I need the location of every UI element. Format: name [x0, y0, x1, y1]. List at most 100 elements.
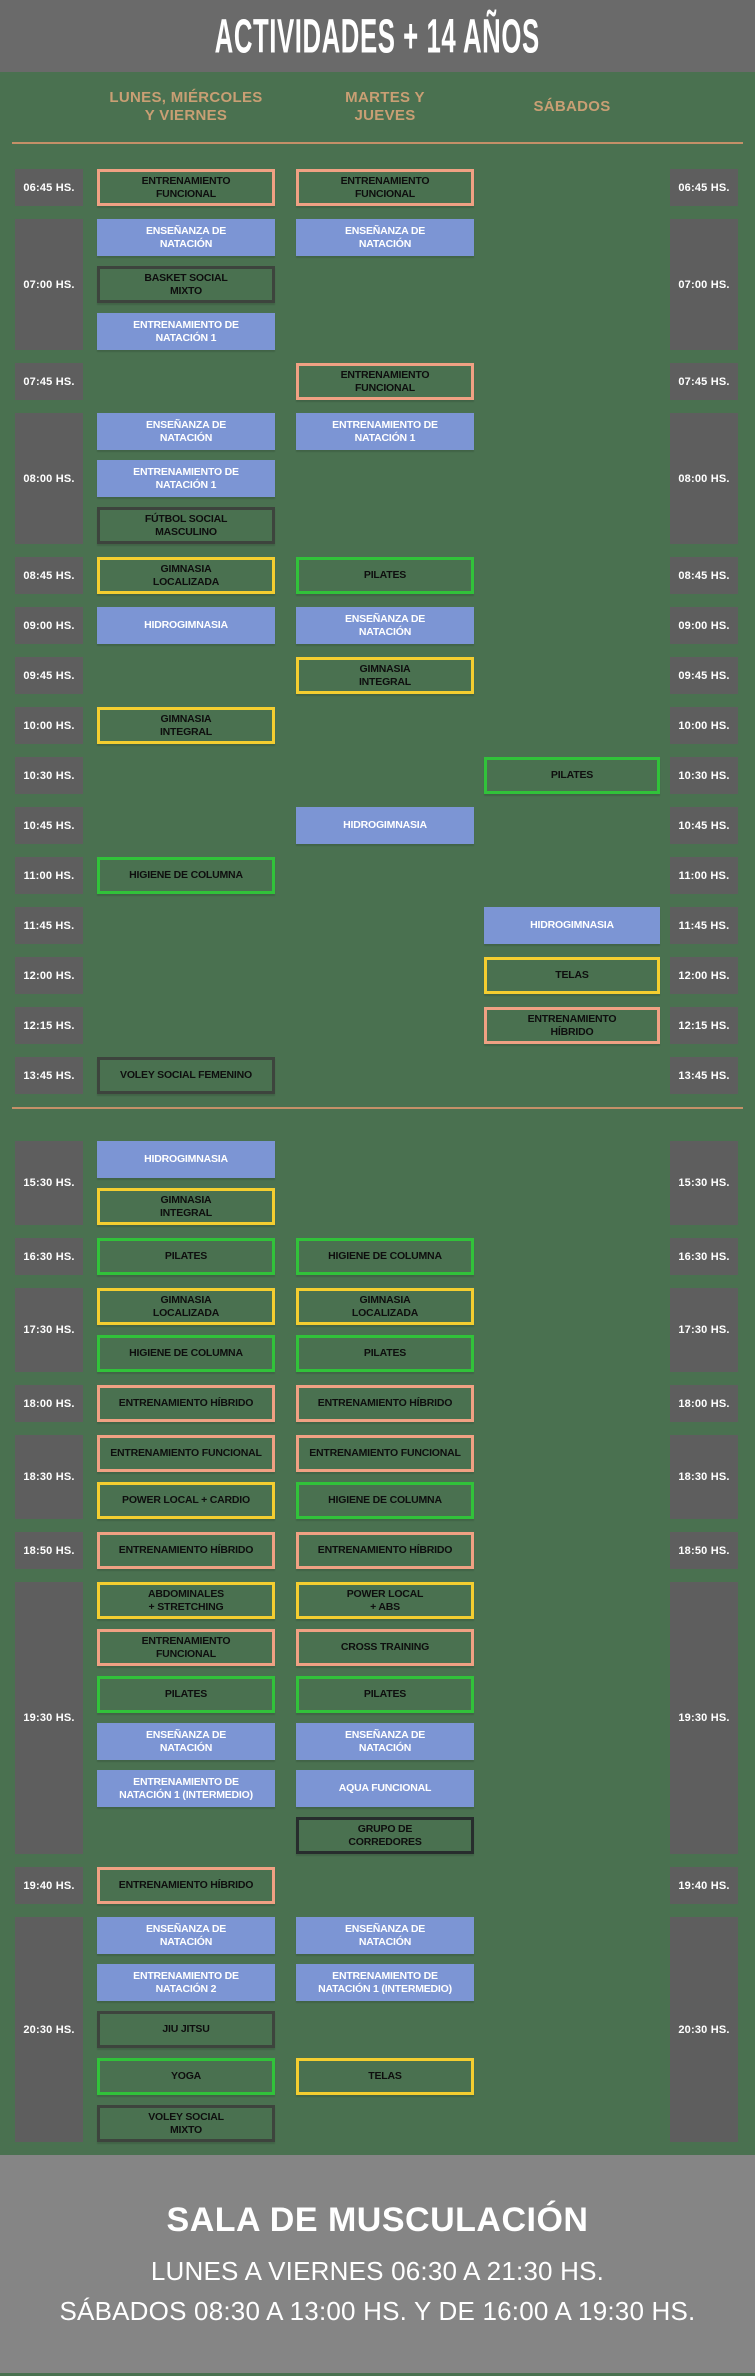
time-label-left: 08:00 HS. [15, 413, 83, 544]
activity-block: VOLEY SOCIAL FEMENINO [97, 1057, 275, 1094]
activity-block: FÚTBOL SOCIAL MASCULINO [97, 507, 275, 544]
footer: SALA DE MUSCULACIÓN LUNES A VIERNES 06:3… [0, 2155, 755, 2373]
day-column-cell: ENSEÑANZA DE NATACIÓN [296, 607, 474, 644]
activity-block: ENSEÑANZA DE NATACIÓN [97, 219, 275, 256]
day-column-cell [97, 1007, 275, 1044]
day-column-cell: GIMNASIA INTEGRAL [296, 657, 474, 694]
activity-block: CROSS TRAINING [296, 1629, 474, 1666]
day-column-cell: VOLEY SOCIAL FEMENINO [97, 1057, 275, 1094]
column-header-martes-jueves: MARTES Y JUEVES [345, 89, 425, 124]
activity-block: VOLEY SOCIAL MIXTO [97, 2105, 275, 2142]
day-column-cell: ENSEÑANZA DE NATACIÓN BASKET SOCIAL MIXTO… [97, 219, 275, 350]
day-column-cell [296, 1867, 474, 1904]
schedule-slot: ENTRENAMIENTO HÍBRIDO [484, 1007, 660, 1044]
schedule-slot: ENTRENAMIENTO FUNCIONAL [97, 1629, 275, 1666]
schedule-slot: GRUPO DE CORREDORES [296, 1817, 474, 1854]
time-label-left: 10:45 HS. [15, 807, 83, 844]
schedule-slot: PILATES [97, 1238, 275, 1275]
day-column-cell [484, 857, 660, 894]
time-label-right: 19:30 HS. [670, 1582, 738, 1854]
schedule-slot: TELAS [484, 957, 660, 994]
activity-block: HIDROGIMNASIA [97, 1141, 275, 1178]
schedule-row: 18:30 HS. ENTRENAMIENTO FUNCIONAL POWER LO… [0, 1435, 755, 1519]
schedule-slot: ENTRENAMIENTO FUNCIONAL [97, 1435, 275, 1472]
activity-block: HIGIENE DE COLUMNA [97, 1335, 275, 1372]
schedule-slot: ENTRENAMIENTO FUNCIONAL [296, 363, 474, 400]
time-label-left: 12:15 HS. [15, 1007, 83, 1044]
time-label-right: 15:30 HS. [670, 1141, 738, 1225]
activity-block: GIMNASIA INTEGRAL [296, 657, 474, 694]
footer-hours-saturday: SÁBADOS 08:30 A 13:00 HS. Y DE 16:00 A 1… [59, 2296, 696, 2326]
schedule-slot: ENSEÑANZA DE NATACIÓN [296, 1723, 474, 1760]
activity-block: BASKET SOCIAL MIXTO [97, 266, 275, 303]
activity-block: ENTRENAMIENTO FUNCIONAL [296, 1435, 474, 1472]
activity-block: PILATES [296, 1676, 474, 1713]
schedule-slot: GIMNASIA INTEGRAL [97, 1188, 275, 1225]
schedule-slot: ENTRENAMIENTO DE NATACIÓN 1 [97, 313, 275, 350]
schedule-slot: JIU JITSU [97, 2011, 275, 2048]
schedule-slot: BASKET SOCIAL MIXTO [97, 266, 275, 303]
schedule-slot: GIMNASIA INTEGRAL [296, 657, 474, 694]
schedule-slot: POWER LOCAL + CARDIO [97, 1482, 275, 1519]
time-label-left: 11:45 HS. [15, 907, 83, 944]
activity-block: ENTRENAMIENTO FUNCIONAL [296, 169, 474, 206]
activity-block: ENTRENAMIENTO FUNCIONAL [97, 1435, 275, 1472]
day-column-cell [296, 1007, 474, 1044]
activity-block: HIGIENE DE COLUMNA [296, 1238, 474, 1275]
activity-block: PILATES [484, 757, 660, 794]
activity-block: HIGIENE DE COLUMNA [97, 857, 275, 894]
schedule-slot: HIGIENE DE COLUMNA [97, 857, 275, 894]
schedule-row: 15:30 HS. HIDROGIMNASIA GIMNASIA INTEGRAL 1… [0, 1141, 755, 1225]
time-label-left: 07:45 HS. [15, 363, 83, 400]
day-column-cell [484, 1867, 660, 1904]
schedule-slot: ENSEÑANZA DE NATACIÓN [97, 1917, 275, 1954]
schedule-slot: ENSEÑANZA DE NATACIÓN [296, 607, 474, 644]
schedule-slot: ENTRENAMIENTO DE NATACIÓN 1 [296, 413, 474, 450]
day-column-cell: ENTRENAMIENTO HÍBRIDO [97, 1385, 275, 1422]
day-column-cell [296, 907, 474, 944]
activity-block: GIMNASIA INTEGRAL [97, 1188, 275, 1225]
time-label-right: 09:45 HS. [670, 657, 738, 694]
schedule-slot: TELAS [296, 2058, 474, 2095]
time-label-left: 19:30 HS. [15, 1582, 83, 1854]
activity-block: JIU JITSU [97, 2011, 275, 2048]
time-label-right: 18:30 HS. [670, 1435, 738, 1519]
time-label-right: 07:45 HS. [670, 363, 738, 400]
time-label-right: 09:00 HS. [670, 607, 738, 644]
schedule-slot: AQUA FUNCIONAL [296, 1770, 474, 1807]
activity-block: ENSEÑANZA DE NATACIÓN [296, 1723, 474, 1760]
day-column-cell [484, 1435, 660, 1519]
day-column-cell: HIDROGIMNASIA GIMNASIA INTEGRAL [97, 1141, 275, 1225]
schedule-slot: VOLEY SOCIAL FEMENINO [97, 1057, 275, 1094]
activity-block: ENSEÑANZA DE NATACIÓN [97, 1917, 275, 1954]
day-column-cell [97, 907, 275, 944]
day-column-cell: GIMNASIA LOCALIZADA [97, 557, 275, 594]
activity-block: ENTRENAMIENTO HÍBRIDO [484, 1007, 660, 1044]
activity-block: ABDOMINALES + STRETCHING [97, 1582, 275, 1619]
time-label-left: 11:00 HS. [15, 857, 83, 894]
header-divider [12, 142, 743, 144]
schedule-row: 09:00 HS. HIDROGIMNASIA ENSEÑANZA DE NATAC… [0, 607, 755, 644]
time-label-left: 13:45 HS. [15, 1057, 83, 1094]
activity-block: ENTRENAMIENTO HÍBRIDO [296, 1532, 474, 1569]
schedule-slot: HIDROGIMNASIA [97, 607, 275, 644]
day-column-cell: HIDROGIMNASIA [484, 907, 660, 944]
time-label-right: 10:00 HS. [670, 707, 738, 744]
schedule-slot: ENTRENAMIENTO HÍBRIDO [296, 1532, 474, 1569]
day-column-cell: PILATES [484, 757, 660, 794]
time-label-right: 12:00 HS. [670, 957, 738, 994]
schedule-slot: ENTRENAMIENTO FUNCIONAL [296, 169, 474, 206]
activity-block: ENTRENAMIENTO HÍBRIDO [97, 1867, 275, 1904]
day-column-cell [484, 557, 660, 594]
time-label-left: 15:30 HS. [15, 1141, 83, 1225]
time-label-right: 10:30 HS. [670, 757, 738, 794]
